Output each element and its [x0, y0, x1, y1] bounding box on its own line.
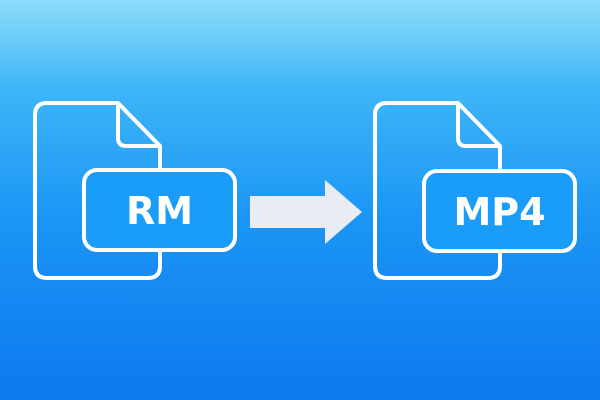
source-format-label: RM: [126, 189, 193, 233]
right-arrow-icon: [250, 180, 362, 244]
source-format-badge: RM: [82, 168, 237, 252]
source-file-icon: [33, 101, 162, 280]
target-file-icon: [373, 101, 502, 280]
target-format-label: MP4: [453, 190, 545, 234]
target-format-badge: MP4: [422, 169, 577, 253]
